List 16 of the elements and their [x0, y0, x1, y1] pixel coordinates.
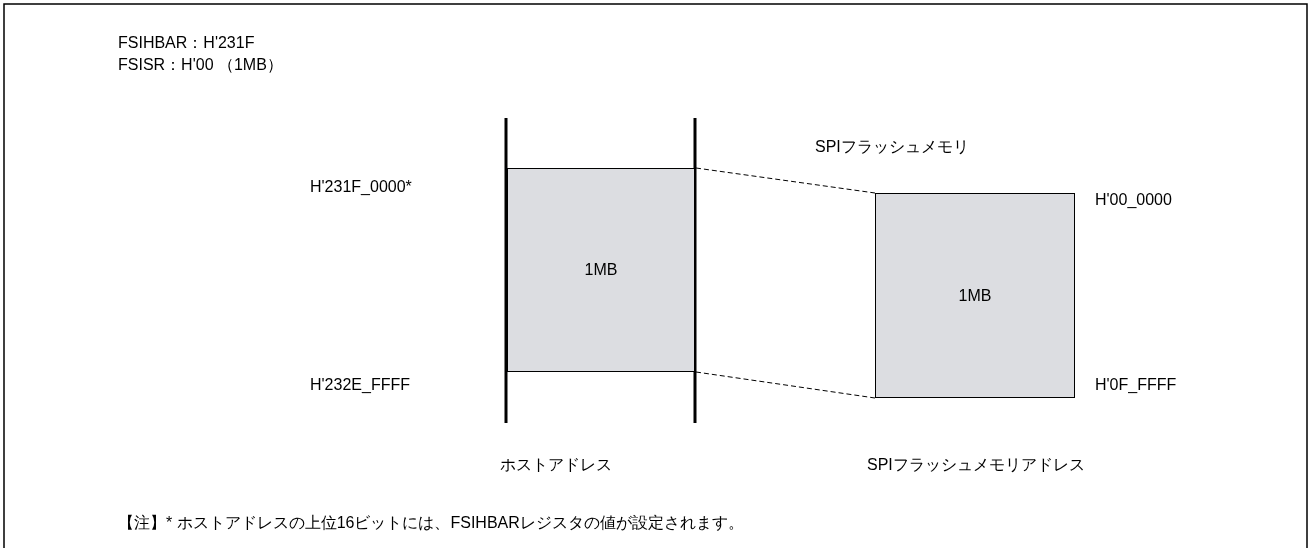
axis-caption: ホストアドレス: [500, 455, 612, 475]
address-label: H'231F_0000*: [310, 177, 412, 197]
block-size-label: 1MB: [958, 286, 992, 305]
memory-heading: SPIフラッシュメモリ: [815, 137, 969, 157]
axis-caption: SPIフラッシュメモリアドレス: [867, 455, 1085, 475]
address-label: H'0F_FFFF: [1095, 375, 1177, 395]
register-setting: FSISR：H'00 （1MB）: [118, 55, 283, 75]
connector-line: [695, 371, 876, 399]
memory-block: [507, 168, 695, 372]
address-label: H'232E_FFFF: [310, 375, 410, 395]
block-size-label: 1MB: [584, 261, 618, 279]
memory-block: [875, 193, 1075, 398]
connector-line: [695, 167, 876, 194]
address-label: H'00_0000: [1095, 190, 1172, 210]
footnote: 【注】* ホストアドレスの上位16ビットには、FSIHBARレジスタの値が設定されます。: [118, 513, 744, 533]
register-setting: FSIHBAR：H'231F: [118, 33, 255, 53]
